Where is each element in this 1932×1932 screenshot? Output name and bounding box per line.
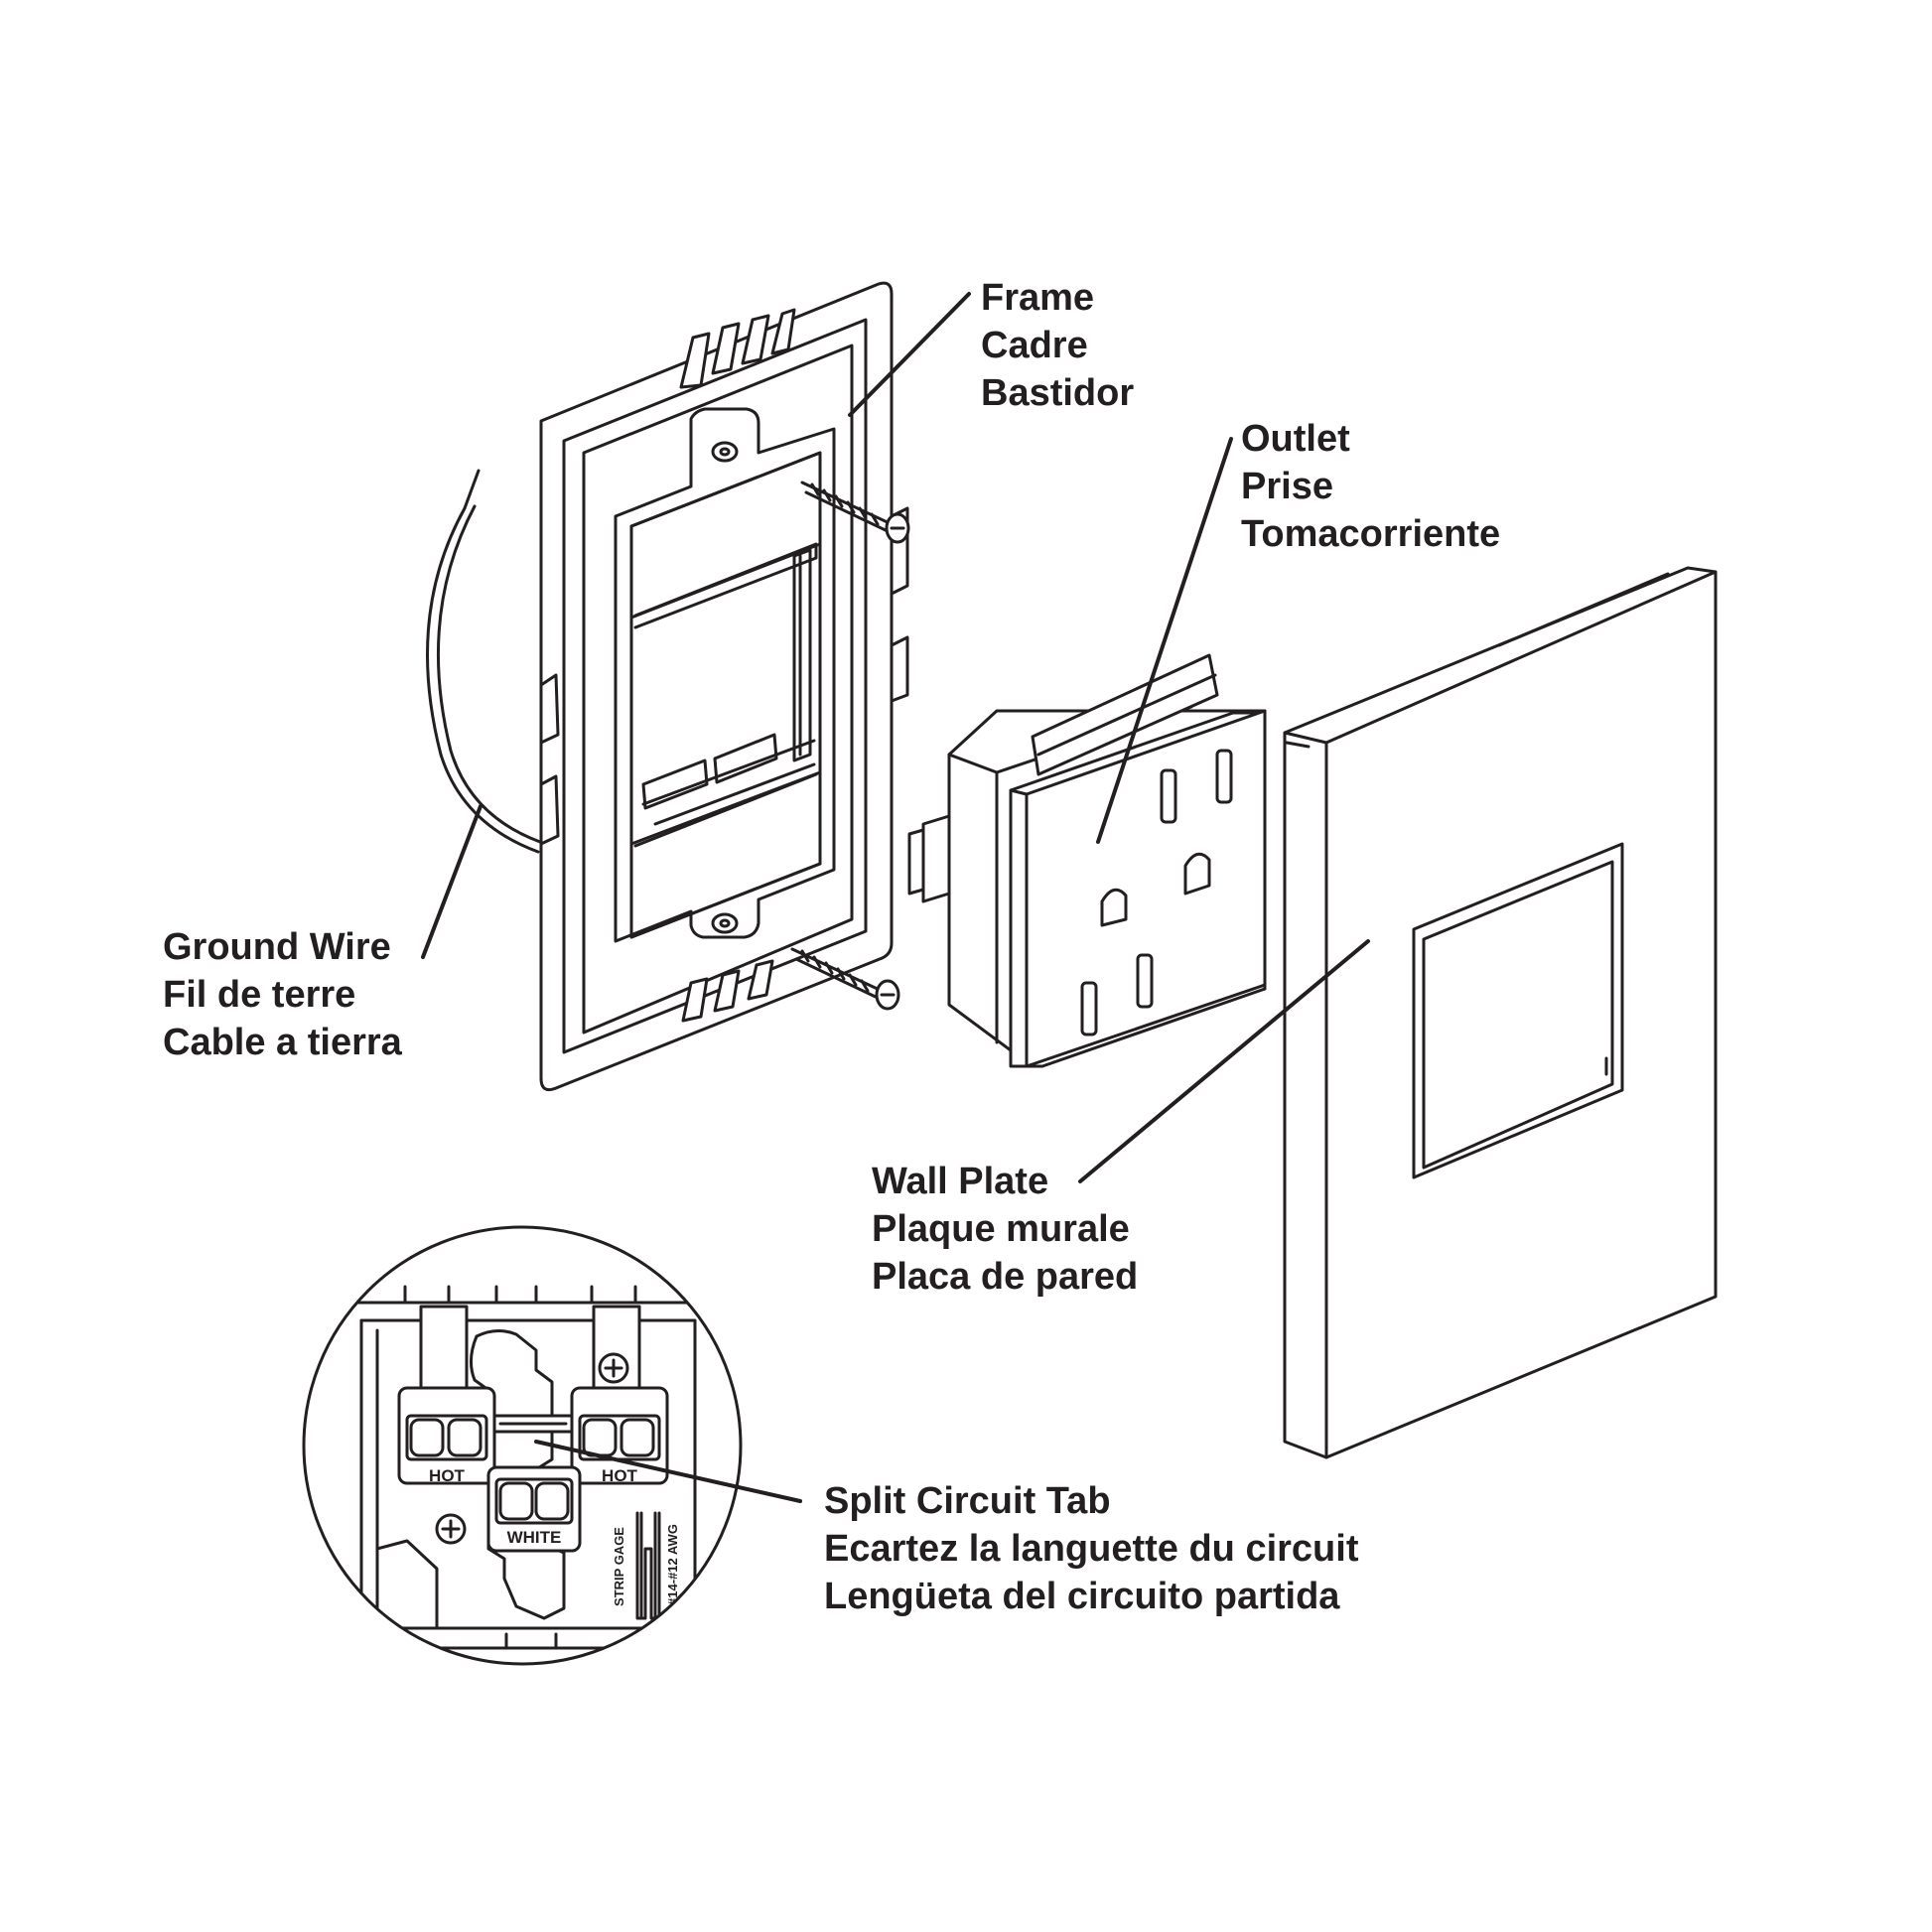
frame-drawing [539,281,909,1092]
wall-plate-callout: Wall Plate Plaque murale Placa de pared [872,1158,1138,1301]
split-circuit-tab-callout: Split Circuit Tab Ecartez la languette d… [824,1477,1358,1620]
wall-plate-label-es: Placa de pared [872,1256,1139,1298]
outlet-label-en: Outlet [1241,418,1350,460]
split-circuit-tab-label-fr: Ecartez la languette du circuit [824,1528,1359,1570]
mounting-screws [790,481,910,1011]
outlet-callout: Outlet Prise Tomacorriente [1241,415,1500,558]
split-circuit-tab-leader [534,1440,802,1503]
ground-wire-label-en: Ground Wire [163,926,391,968]
frame-callout: Frame Cadre Bastidor [981,274,1134,417]
split-circuit-tab-label-en: Split Circuit Tab [824,1480,1111,1522]
wall-plate-label-fr: Plaque murale [872,1208,1130,1250]
ground-wire-drawing [426,469,542,854]
strip-gage-label: STRIP GAGE [612,1527,626,1606]
wall-plate-leader [1078,939,1370,1183]
ground-wire-label-fr: Fil de terre [163,974,356,1016]
white-label: WHITE [507,1528,562,1547]
frame-leader [848,292,971,417]
hot-left-label: HOT [429,1466,466,1485]
frame-label-fr: Cadre [981,325,1088,366]
wall-plate-label-en: Wall Plate [872,1161,1049,1202]
frame-label-es: Bastidor [981,372,1135,414]
leader-lines [421,292,1370,1503]
frame-label-en: Frame [981,277,1095,319]
ground-wire-leader [421,804,483,959]
ground-wire-callout: Ground Wire Fil de terre Cable a tierra [163,923,402,1066]
split-circuit-tab-label-es: Lengüeta del circuito partida [824,1576,1340,1617]
hot-right-label: HOT [602,1466,638,1485]
outlet-drawing [907,653,1267,1068]
outlet-leader [1096,437,1233,844]
awg-label: #14-#12 AWG [665,1524,680,1605]
ground-wire-label-es: Cable a tierra [163,1022,402,1063]
split-circuit-detail-inset: HOT HOT WHITE STRIP GAGE #14-#12 AWG [302,1225,743,1666]
outlet-label-fr: Prise [1241,466,1333,507]
outlet-label-es: Tomacorriente [1241,513,1501,555]
wall-plate-drawing [1283,566,1718,1459]
